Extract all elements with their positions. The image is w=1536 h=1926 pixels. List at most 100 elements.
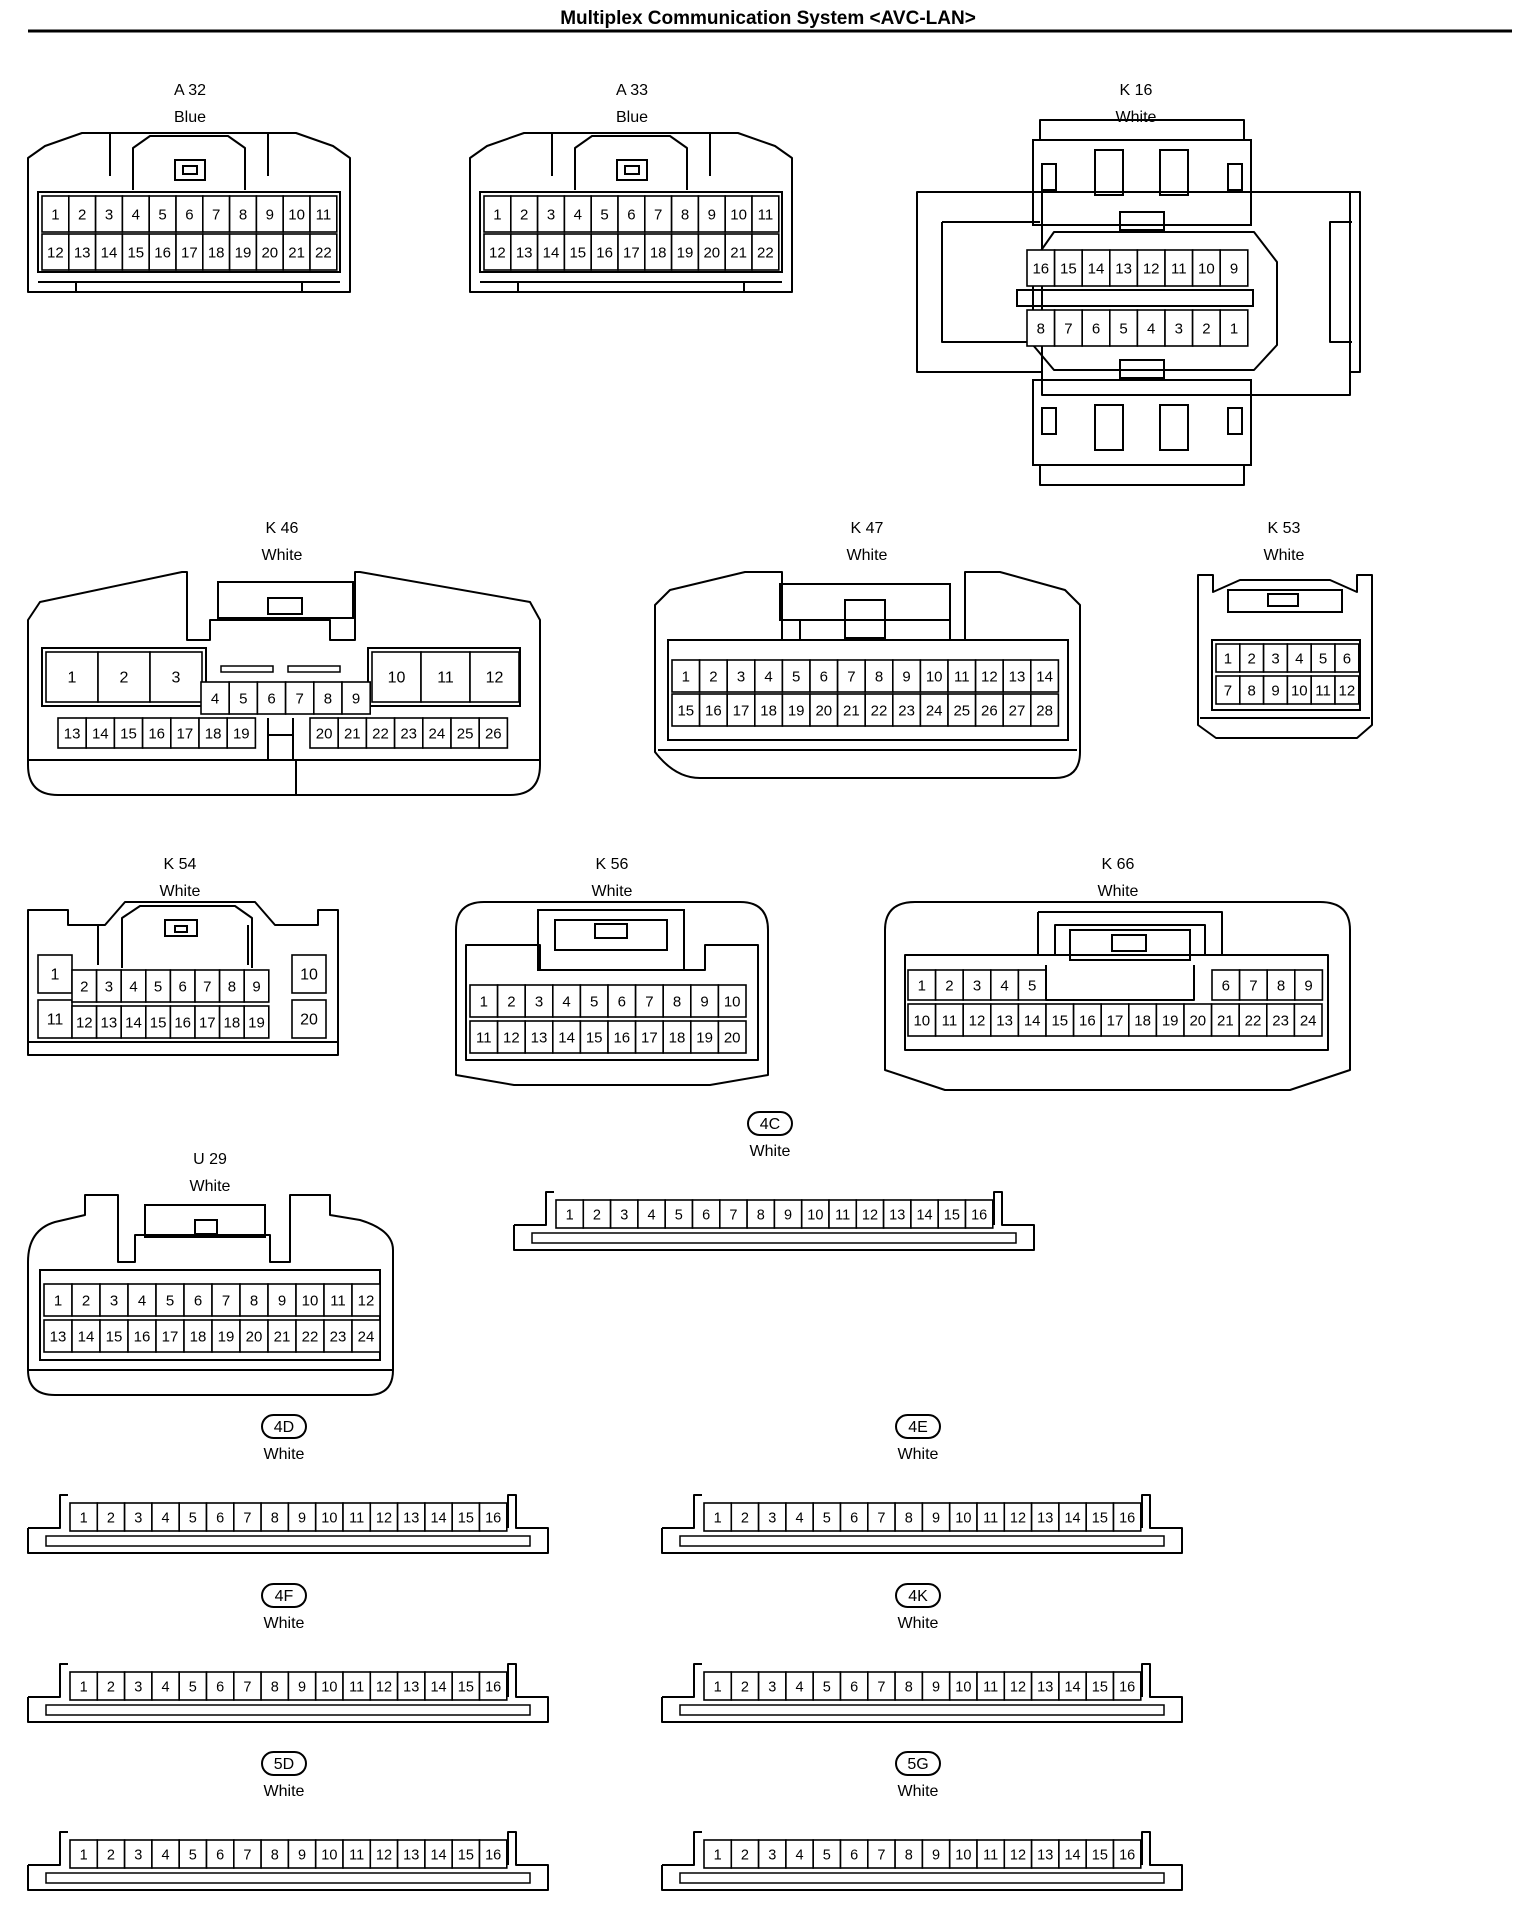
housing-outline (679, 1535, 1165, 1547)
pin-number: 9 (298, 1511, 306, 1527)
terminal-cavity (698, 693, 728, 727)
pin-number: 24 (926, 703, 943, 720)
terminal-cavity (607, 1020, 637, 1054)
terminal-cavity (1191, 249, 1221, 287)
terminal-cavity (255, 233, 284, 271)
connector-code: K 16 (1120, 82, 1153, 99)
terminal-cavity (218, 969, 246, 1003)
pin-number: 5 (189, 1680, 197, 1696)
pin-number: 1 (480, 994, 488, 1011)
pin-number: 9 (784, 1208, 792, 1224)
terminal-cavity (1219, 249, 1249, 287)
pin-number: 20 (300, 1012, 318, 1029)
terminal-cavity (1112, 1671, 1142, 1701)
pin-number: 18 (224, 1015, 241, 1032)
housing-outline (916, 191, 1043, 373)
terminal-cavity (726, 693, 756, 727)
pin-number: 6 (850, 1680, 858, 1696)
housing-outline (1267, 593, 1299, 607)
pin-number: 14 (78, 1329, 95, 1346)
terminal-cavity (670, 195, 700, 233)
terminal-cavity (71, 969, 98, 1003)
pin-number: 14 (916, 1208, 932, 1224)
terminal-cavity (1109, 249, 1139, 287)
terminal-cavity (424, 1839, 453, 1869)
housing-outline (27, 1194, 394, 1396)
terminal-cavity (351, 1319, 381, 1353)
terminal-cavity (703, 1502, 733, 1532)
pin-number: 13 (1037, 1848, 1053, 1864)
connector-color: White (264, 1783, 305, 1800)
housing-outline (97, 925, 249, 965)
terminal-cavity (393, 717, 424, 749)
connector-code: 4E (908, 1419, 928, 1436)
pin-number: 2 (78, 207, 86, 224)
terminal-cavity (919, 693, 949, 727)
terminal-cavity (211, 1283, 241, 1317)
pin-number: 13 (403, 1680, 419, 1696)
pin-number: 15 (106, 1329, 123, 1346)
terminal-cavity (689, 1020, 720, 1054)
pin-number: 2 (120, 670, 129, 687)
terminal-cavity (809, 659, 839, 693)
terminal-cavity (1017, 969, 1047, 1001)
pin-number: 12 (47, 245, 64, 262)
connector-code: 5D (274, 1756, 294, 1773)
pin-number: 2 (80, 979, 88, 996)
housing-outline (513, 1191, 1035, 1251)
housing-outline (1211, 639, 1361, 711)
pin-number: 20 (261, 245, 278, 262)
pin-number: 16 (1119, 1680, 1135, 1696)
pin-number: 11 (349, 1680, 364, 1696)
pin-number: 1 (1230, 321, 1238, 338)
connector-color: White (264, 1446, 305, 1463)
pin-number: 5 (166, 1293, 174, 1310)
terminal-cavity (291, 954, 327, 994)
terminal-cavity (579, 984, 609, 1018)
terminal-cavity (68, 233, 97, 271)
terminal-cavity (921, 1671, 951, 1701)
pin-number: 16 (705, 703, 722, 720)
terminal-cavity (396, 1839, 426, 1869)
terminal-cavity (97, 651, 151, 703)
connector-code: A 33 (616, 82, 648, 99)
pin-number: 12 (1339, 683, 1356, 700)
terminal-cavity (243, 969, 270, 1003)
terminal-cavity (921, 1502, 951, 1532)
pin-number: 20 (703, 245, 720, 262)
pin-number: 16 (134, 1329, 151, 1346)
pin-number: 6 (820, 669, 828, 686)
terminal-cavity (751, 195, 780, 233)
terminal-cavity (1112, 1839, 1142, 1869)
pin-number: 20 (815, 703, 832, 720)
housing-outline (45, 1872, 531, 1884)
terminal-cavity (267, 1319, 297, 1353)
terminal-cavity (420, 651, 471, 703)
pin-number: 13 (1009, 669, 1026, 686)
housing-outline (174, 159, 206, 181)
pin-number: 1 (918, 978, 926, 995)
pin-number: 26 (981, 703, 998, 720)
pin-number: 5 (823, 1511, 831, 1527)
terminal-cavity (746, 1199, 776, 1229)
pin-number: 16 (1119, 1511, 1135, 1527)
pin-number: 15 (458, 1680, 474, 1696)
terminal-cavity (637, 1199, 667, 1229)
pin-number: 10 (300, 967, 318, 984)
housing-outline (28, 759, 540, 795)
pin-number: 15 (1092, 1511, 1108, 1527)
pin-number: 3 (105, 207, 113, 224)
pin-number: 16 (1119, 1848, 1135, 1864)
pin-number: 12 (376, 1680, 392, 1696)
terminal-cavity (1030, 693, 1060, 727)
pin-number: 22 (315, 245, 332, 262)
pin-number: 15 (586, 1030, 603, 1047)
pin-number: 12 (969, 1013, 986, 1030)
housing-outline (27, 132, 351, 293)
